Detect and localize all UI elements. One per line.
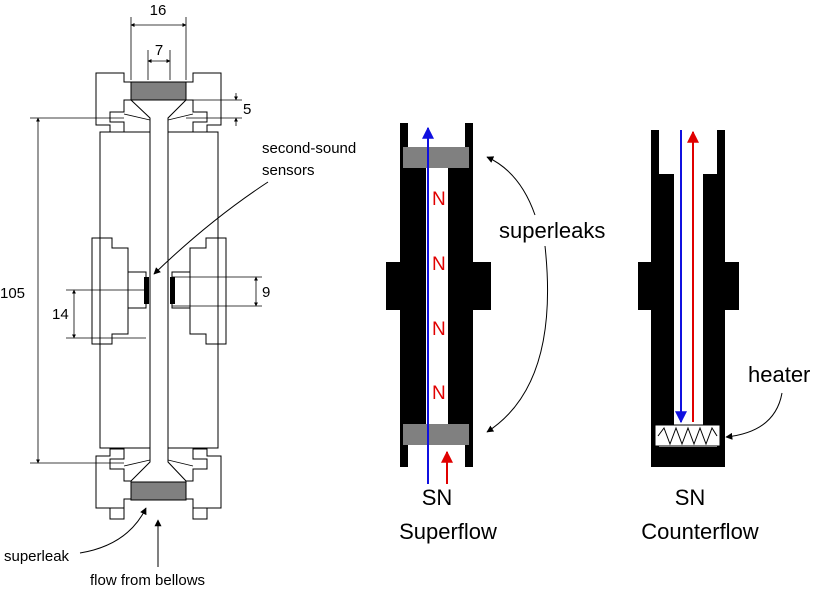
label-superleak: superleak — [4, 548, 70, 565]
arrow-to-top-superleak — [486, 156, 536, 216]
left-sensor-element — [144, 277, 149, 304]
label-flow-from-bellows: flow from bellows — [90, 572, 205, 589]
label-sensors: sensors — [262, 162, 315, 179]
top-superleak-plug — [130, 81, 187, 101]
dimension-105: 105 — [0, 285, 25, 302]
arrow-to-sensor — [153, 181, 269, 275]
dimension-14: 14 — [52, 306, 69, 323]
normal-letter-2: N — [432, 254, 446, 275]
dimension-7: 7 — [155, 42, 163, 59]
label-superleaks: superleaks — [499, 218, 605, 243]
label-heater: heater — [748, 362, 810, 387]
normal-letter-1: N — [432, 189, 446, 210]
dimension-9: 9 — [262, 284, 270, 301]
superflow-components: SN — [422, 485, 453, 510]
counterflow-components: SN — [675, 485, 706, 510]
bottom-superleak-plug — [130, 481, 187, 501]
dimension-16: 16 — [150, 2, 167, 19]
counterflow-title: Counterflow — [641, 519, 759, 544]
superflow-schematic: N N N N SN Superflow superleaks — [386, 123, 605, 544]
heater-coil — [657, 426, 718, 446]
label-second-sound: second-sound — [262, 140, 356, 157]
technical-drawing: 16 7 5 14 — [0, 2, 356, 589]
superflow-top-superleak — [403, 147, 469, 168]
counterflow-schematic: SN Counterflow heater — [638, 130, 810, 544]
normal-letter-4: N — [432, 383, 446, 404]
arrow-to-bottom-superleak — [486, 245, 548, 433]
arrow-to-superleak — [79, 507, 147, 554]
superflow-title: Superflow — [399, 519, 497, 544]
normal-letter-3: N — [432, 319, 446, 340]
dimension-5: 5 — [243, 101, 251, 118]
right-sensor-element — [170, 277, 175, 304]
superflow-bottom-superleak — [403, 424, 469, 445]
arrow-to-heater — [725, 392, 783, 440]
